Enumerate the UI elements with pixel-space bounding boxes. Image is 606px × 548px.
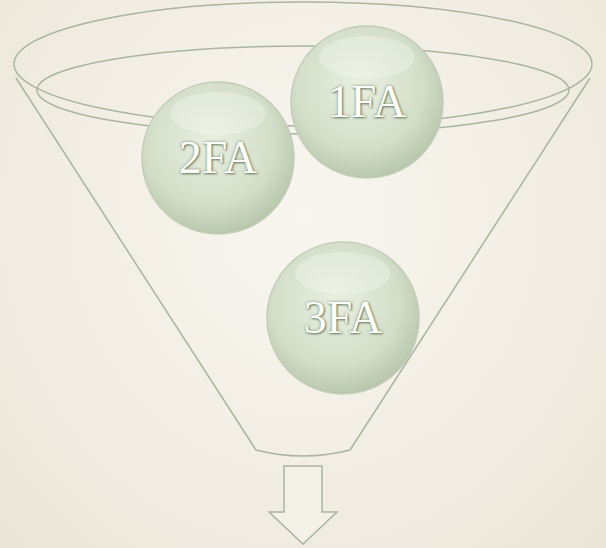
circle-highlight [295,252,390,295]
circle-label: 3FA [304,294,382,342]
circle-highlight [319,36,414,79]
circle-label: 1FA [328,78,406,126]
circle-node: 3FA [266,241,420,395]
circle-highlight [170,92,265,135]
circle-label-box: 3FA [266,241,420,395]
circle-label: 2FA [179,134,257,182]
down-arrow [269,466,337,544]
circle-fill [291,26,443,178]
circle-fill [267,242,419,394]
circle-node: 1FA [290,25,444,179]
circle-label-box: 1FA [290,25,444,179]
circle-node: 2FA [141,81,295,235]
circle-label-box: 2FA [141,81,295,235]
circle-fill [142,82,294,234]
